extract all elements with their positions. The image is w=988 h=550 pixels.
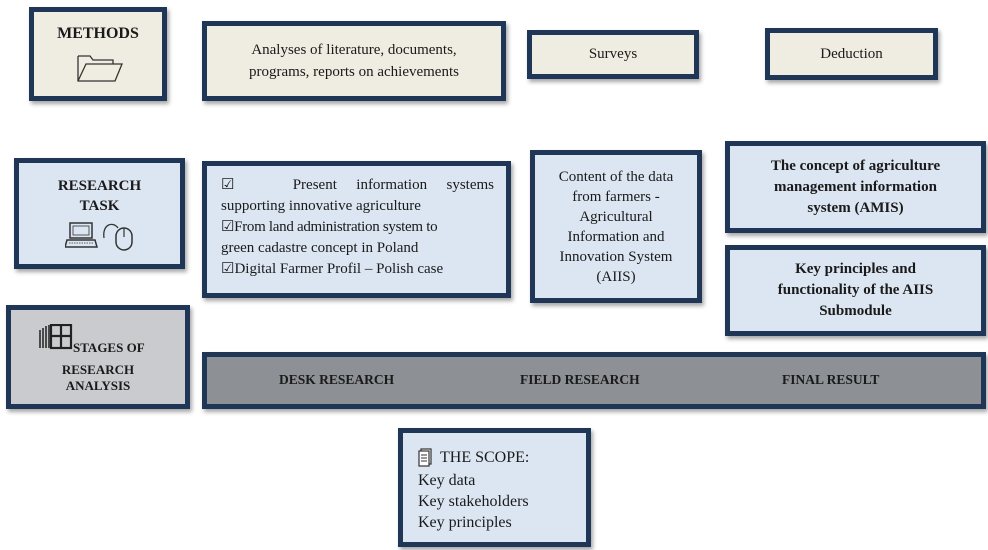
stages-bar: DESK RESEARCH FIELD RESEARCH FINAL RESUL… — [202, 352, 986, 409]
desk-item-1-line-2: supporting innovative agriculture — [221, 198, 421, 214]
stages-title-3: ANALYSIS — [65, 378, 131, 393]
research-task-title-2: TASK — [79, 198, 120, 214]
desk-item-3: ☑Digital Farmer Profil – Polish case — [221, 259, 494, 280]
scope-header: THE SCOPE: — [418, 447, 586, 468]
scope-title: THE SCOPE: — [440, 449, 530, 466]
stage-desk-research: DESK RESEARCH — [279, 372, 395, 387]
final-1-line-2: management information — [774, 178, 937, 195]
checkbox-icon: ☑ — [221, 261, 235, 277]
final-result-box-1: The concept of agriculture management in… — [725, 141, 986, 233]
methods-surveys-label: Surveys — [588, 46, 638, 62]
methods-deduction-label: Deduction — [820, 45, 883, 62]
methods-surveys-box: Surveys — [527, 30, 699, 79]
folder-icon — [75, 52, 125, 84]
checkbox-icon: ☑ — [221, 219, 235, 235]
field-research-box: Content of the data from farmers - Agric… — [530, 150, 702, 303]
methods-desk-line-1: Analyses of literature, documents, — [251, 42, 457, 58]
final-result-box-2: Key principles and functionality of the … — [725, 245, 986, 336]
desk-item-2-line-1: From land administration system to — [234, 219, 438, 235]
field-line-1: Content of the data — [558, 168, 674, 185]
field-line-6: (AIIS) — [596, 268, 636, 285]
methods-deduction-box: Deduction — [765, 28, 938, 80]
stages-title-1: STAGES OF — [73, 340, 145, 355]
final-1-line-1: The concept of agriculture — [770, 157, 941, 174]
stage-field-research: FIELD RESEARCH — [520, 372, 640, 387]
checkbox-icon: ☑ — [221, 177, 235, 193]
mouse-icon — [101, 218, 137, 252]
research-task-title-1: RESEARCH — [57, 178, 142, 194]
scope-item: Key principles — [418, 514, 512, 531]
desk-item-2-line-2: green cadastre concept in Poland — [221, 240, 419, 256]
document-icon — [418, 447, 432, 468]
desk-item-1: ☑ Present information systems — [221, 175, 494, 196]
scope-item: Key stakeholders — [418, 493, 529, 510]
stages-title-2: RESEARCH — [61, 362, 135, 377]
final-2-line-3: Submodule — [819, 303, 892, 319]
methods-title: METHODS — [57, 25, 139, 42]
methods-box: METHODS — [29, 7, 167, 101]
research-task-box: RESEARCH TASK — [14, 158, 185, 269]
scope-item: Key data — [418, 472, 476, 489]
field-line-4: Information and — [567, 228, 665, 245]
methods-desk-line-2: programs, reports on achievements — [249, 64, 459, 80]
final-2-line-2: functionality of the AIIS — [777, 282, 934, 298]
scope-box: THE SCOPE: Key data Key stakeholders Key… — [398, 428, 591, 547]
building-icon — [39, 324, 73, 350]
final-2-line-1: Key principles and — [795, 261, 916, 277]
field-line-5: Innovation System — [559, 248, 673, 265]
stages-box: STAGES OF RESEARCH ANALYSIS — [6, 305, 190, 409]
final-1-line-3: system (AMIS) — [807, 199, 904, 216]
stage-final-result: FINAL RESULT — [782, 372, 880, 387]
field-line-2: from farmers - — [572, 188, 660, 205]
field-line-3: Agricultural — [579, 208, 653, 225]
desk-item-1-line-1: Present information systems — [292, 177, 495, 193]
desk-item-3-line-1: Digital Farmer Profil – Polish case — [234, 261, 444, 277]
laptop-icon — [65, 221, 99, 249]
desk-item-2: ☑From land administration system to — [221, 217, 494, 238]
desk-research-box: ☑ Present information systems supporting… — [202, 161, 511, 298]
methods-desk-box: Analyses of literature, documents, progr… — [202, 21, 506, 101]
